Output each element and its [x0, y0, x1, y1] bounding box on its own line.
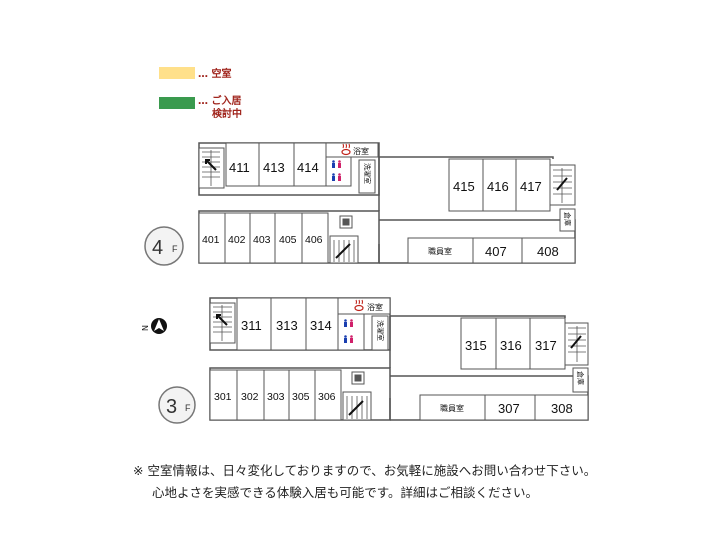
legend-vacant-label: … 空室 — [198, 67, 231, 80]
laundry-4f-label: 洗濯室 — [363, 163, 372, 184]
floor-4-badge-unit: F — [172, 244, 178, 254]
room-417: 417 — [520, 179, 542, 194]
storage-3f-label: 倉庫 — [576, 371, 585, 385]
floor-4-badge-num: 4 — [152, 237, 163, 259]
room-305: 305 — [292, 391, 310, 403]
room-406: 406 — [305, 234, 323, 246]
north-compass: N — [141, 318, 167, 334]
floor-3-badge-num: 3 — [166, 396, 177, 418]
room-315: 315 — [465, 338, 487, 353]
room-313: 313 — [276, 318, 298, 333]
bath-3f-label: 浴室 — [367, 302, 383, 312]
bath-4f-icon — [341, 143, 351, 156]
legend-considering-label: … ご入居 — [198, 94, 241, 107]
room-311: 311 — [241, 318, 262, 333]
bath-4f-label: 浴室 — [353, 146, 369, 156]
room-314: 314 — [310, 318, 332, 333]
staff-room-3f: 職員室 — [440, 403, 464, 413]
room-317: 317 — [535, 338, 557, 353]
room-303: 303 — [267, 391, 285, 403]
room-306: 306 — [318, 391, 336, 403]
legend-considering-label-2: 検討中 — [212, 107, 242, 120]
floor-4-badge — [144, 226, 184, 266]
room-414: 414 — [297, 160, 319, 175]
toilet-3f-icon — [344, 319, 353, 343]
staff-room-4f: 職員室 — [428, 246, 452, 256]
room-307: 307 — [498, 401, 520, 416]
legend-vacant-swatch — [159, 67, 195, 79]
floor-3-badge — [158, 386, 196, 424]
floor-3-badge-unit: F — [185, 403, 191, 413]
toilet-4f-icon — [332, 160, 341, 181]
room-411: 411 — [229, 160, 250, 175]
room-402: 402 — [228, 234, 246, 246]
room-316: 316 — [500, 338, 522, 353]
room-301: 301 — [214, 391, 232, 403]
compass-label: N — [141, 325, 150, 331]
room-308: 308 — [551, 401, 573, 416]
room-415: 415 — [453, 179, 475, 194]
floor-3-plan: 3 F — [158, 297, 589, 424]
room-413: 413 — [263, 160, 285, 175]
floor-4-labels: 411 413 414 415 416 417 401 402 403 405 … — [202, 146, 572, 259]
room-302: 302 — [241, 391, 259, 403]
room-416: 416 — [487, 179, 509, 194]
room-408: 408 — [537, 244, 559, 259]
floor-3-labels: 311 313 314 315 316 317 301 302 303 305 … — [214, 302, 585, 416]
floor-4-plan: 4 F — [144, 142, 576, 266]
room-407: 407 — [485, 244, 507, 259]
laundry-3f-label: 洗濯室 — [376, 320, 385, 341]
note-line-1: ※ 空室情報は、日々変化しておりますので、お気軽に施設へお問い合わせ下さい。 — [133, 463, 597, 478]
room-405: 405 — [279, 234, 297, 246]
bath-3f-icon — [354, 299, 364, 312]
note-line-2: 心地よさを実感できる体験入居も可能です。詳細はご相談ください。 — [152, 485, 539, 500]
legend-considering-swatch — [159, 97, 195, 109]
legend: … 空室 … ご入居 検討中 — [159, 67, 242, 120]
room-401: 401 — [202, 234, 220, 246]
storage-4f-label: 倉庫 — [563, 212, 572, 226]
room-403: 403 — [253, 234, 271, 246]
